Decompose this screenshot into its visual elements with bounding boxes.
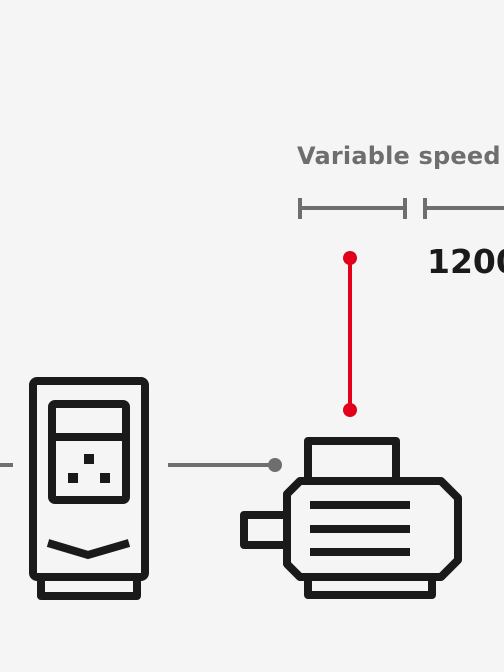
speed-range-bracket-right bbox=[423, 198, 504, 219]
motor-shaft bbox=[240, 511, 291, 549]
speed-value-label: 1200 bbox=[427, 242, 504, 281]
variable-frequency-drive-icon bbox=[29, 377, 149, 600]
motor-feet bbox=[304, 573, 436, 599]
connector-endpoint-dot bbox=[268, 458, 282, 472]
drive-display bbox=[48, 400, 130, 504]
speed-range-bracket-left bbox=[298, 198, 407, 219]
speed-indicator-bottom-dot bbox=[343, 403, 357, 417]
motor-terminal-box bbox=[304, 437, 400, 485]
drive-keypad-dots bbox=[68, 454, 110, 483]
variable-speed-label: Variable speed bbox=[297, 142, 501, 170]
drive-chevron bbox=[46, 539, 131, 560]
speed-indicator-top-dot bbox=[343, 251, 357, 265]
motor-cooling-fins bbox=[310, 501, 410, 556]
electric-motor-icon bbox=[240, 437, 462, 599]
drive-base bbox=[37, 573, 141, 600]
